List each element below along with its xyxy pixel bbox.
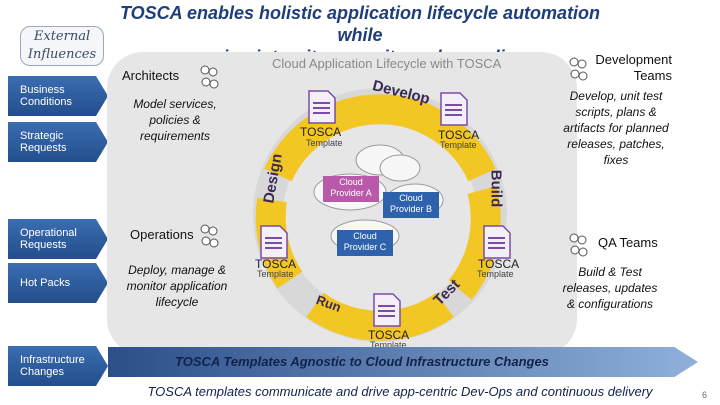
document-icon [440, 92, 468, 126]
tosca-label: TOSCA [478, 257, 520, 271]
architects-desc: Model services, policies & requirements [133, 97, 217, 143]
influence-operational-requests: Operational Requests [8, 219, 108, 259]
page-number: 6 [702, 390, 708, 400]
title-line-1: TOSCA enables holistic application lifec… [119, 3, 601, 45]
cloud-provider-a-label: Cloud Provider A [330, 177, 372, 198]
tosca-label: TOSCA [300, 125, 342, 139]
footer-text: TOSCA templates communicate and drive ap… [147, 384, 653, 399]
external-influences-label: External Influences [27, 29, 97, 62]
influence-label: Hot Packs [20, 277, 71, 289]
ring-yellow-arc-right [448, 186, 501, 300]
influence-label: Operational Requests [20, 227, 77, 251]
template-label: Template [306, 138, 343, 148]
influence-infrastructure-changes: Infrastructure Changes [8, 346, 108, 386]
tosca-label: TOSCA [255, 257, 297, 271]
qa-teams-desc: Build & Test releases, updates & configu… [562, 265, 658, 311]
operations-desc: Deploy, manage & monitor application lif… [126, 263, 228, 309]
influence-hot-packs: Hot Packs [8, 263, 108, 303]
template-label: Template [257, 269, 294, 279]
document-icon [308, 90, 336, 124]
qa-teams-label: QA Teams [598, 235, 658, 250]
cloud-provider-c-box [337, 230, 393, 256]
external-influences-box: External Influences [20, 26, 104, 66]
people-icon [200, 224, 219, 248]
cloud-provider-c-label: Cloud Provider C [343, 231, 387, 252]
tosca-label: TOSCA [438, 128, 480, 142]
document-icon [260, 225, 288, 259]
people-icon [569, 233, 588, 257]
cloud-provider-b-box [383, 192, 439, 218]
architects-label: Architects [122, 68, 180, 83]
people-icon [200, 65, 219, 89]
bottom-banner-text: TOSCA Templates Agnostic to Cloud Infras… [175, 354, 549, 369]
document-icon [373, 293, 401, 327]
operations-label: Operations [130, 227, 194, 242]
panel-header: Cloud Application Lifecycle with TOSCA [272, 56, 502, 71]
cloud-provider-a-box [323, 176, 379, 202]
people-icon [569, 57, 588, 81]
influence-label: Strategic Requests [20, 130, 67, 154]
bottom-banner-arrow [108, 347, 698, 377]
template-label: Template [440, 140, 477, 150]
influence-label: Infrastructure Changes [20, 354, 85, 378]
development-teams-label: Development Teams [595, 52, 672, 83]
document-icon [483, 225, 511, 259]
influence-label: Business Conditions [20, 84, 72, 108]
template-label: Template [370, 340, 407, 350]
influence-business-conditions: Business Conditions [8, 76, 108, 116]
development-teams-desc: Develop, unit test scripts, plans & arti… [563, 89, 669, 167]
tosca-label: TOSCA [368, 328, 410, 342]
clouds-graphic [313, 144, 444, 256]
cloud-provider-b-label: Cloud Provider B [389, 193, 433, 214]
template-label: Template [477, 269, 514, 279]
influence-strategic-requests: Strategic Requests [8, 122, 108, 162]
ring-yellow-arc [264, 94, 496, 182]
ring-label-build: Build [487, 169, 505, 208]
